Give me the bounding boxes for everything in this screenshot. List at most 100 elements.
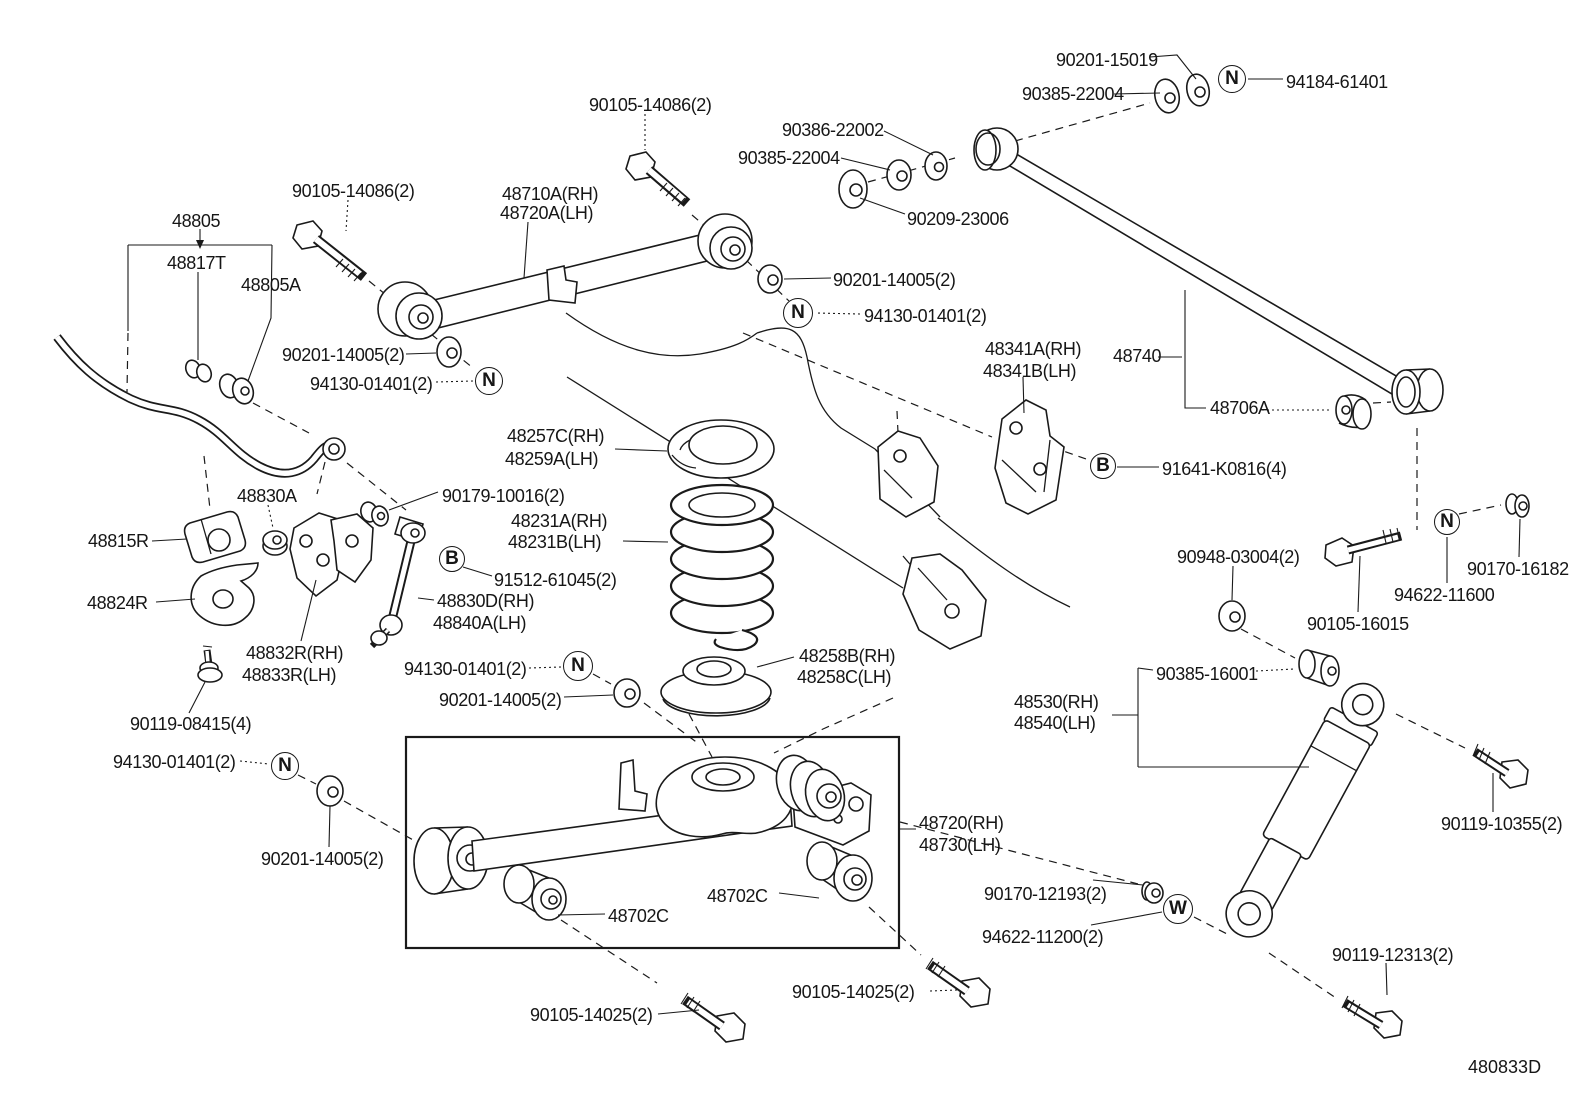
part-label: 90385-22004 [738,148,840,168]
shock-absorber [1225,682,1385,938]
part-label: 90105-14025(2) [792,982,915,1002]
part-label: 90105-14086(2) [589,95,712,115]
leader-lines [151,54,1521,1015]
part-label: 90201-15019 [1056,50,1158,70]
callout-b: B [439,546,465,572]
bolt-90119-10355 [1472,743,1529,789]
part-label: 48540(LH) [1014,713,1096,733]
part-label: 48840A(LH) [433,613,527,633]
spring-lower-insulator [660,656,772,717]
part-label: 48706A [1210,398,1270,418]
part-label: 91641-K0816(4) [1162,459,1287,479]
part-label: 48231B(LH) [508,532,602,552]
part-label: 48817T [167,253,226,273]
bolt-90105-14025-right [925,957,991,1008]
part-label: 90209-23006 [907,209,1009,229]
part-label: 90119-08415(4) [130,714,252,734]
part-label: 48815R [88,531,149,551]
callout-n: N [1434,509,1460,535]
part-label: 48257C(RH) [507,426,605,446]
part-label: 90385-16001 [1156,664,1258,684]
part-label: 48833R(LH) [242,665,337,685]
part-label: 48231A(RH) [511,511,608,531]
part-label: 48830A [237,486,297,506]
rod-bushing-48706A [1335,394,1372,430]
part-label: 94130-01401(2) [113,752,236,772]
lower-control-arm-box [404,735,901,950]
callout-w: W [1163,894,1193,924]
part-label: 48740 [1113,346,1162,366]
part-label: 90179-10016(2) [442,486,565,506]
callout-n: N [1218,65,1246,93]
part-label: 48341B(LH) [983,361,1077,381]
stabilizer-link-48830D [369,515,426,649]
bolt-90105-14086-left [292,220,368,282]
lateral-control-rod [973,127,1444,415]
part-label: 90948-03004(2) [1177,547,1300,567]
callout-b: B [1090,453,1116,479]
part-label: 48702C [608,906,669,926]
part-label: 90385-22004 [1022,84,1124,104]
shock-mount-bracket [902,553,987,650]
part-label: 94130-01401(2) [310,374,433,394]
part-label: 48824R [87,593,148,613]
part-label: 48259A(LH) [505,449,599,469]
stabilizer-label-bracket [127,229,273,382]
part-label: 94184-61401 [1286,72,1388,92]
bushing-90385-16001 [1298,649,1340,687]
bolt-90105-16015 [1324,527,1403,567]
diagram-code: 480833D [1468,1057,1542,1077]
washers-and-nuts [316,73,1530,904]
part-label: 90386-22002 [782,120,884,140]
part-label: 90119-12313(2) [1332,945,1454,965]
part-label: 90201-14005(2) [261,849,384,869]
part-label: 48720A(LH) [500,203,594,223]
part-label: 90105-14025(2) [530,1005,653,1025]
part-label: 48258C(LH) [797,667,892,687]
bolt-90119-08415 [197,645,223,683]
axle-bracket [877,430,939,518]
part-label: 90105-14086(2) [292,181,415,201]
part-label: 48805 [172,211,221,231]
part-label: 48730(LH) [919,835,1001,855]
part-label: 94130-01401(2) [404,659,527,679]
part-label: 48702C [707,886,768,906]
part-label: 90201-14005(2) [833,270,956,290]
part-label: 94130-01401(2) [864,306,987,326]
bushing-48815R [183,510,247,564]
bracket-48832R [289,512,374,598]
bracket-48824R [190,562,259,627]
part-label: 94622-11200(2) [982,927,1104,947]
bushing-90179 [360,501,389,527]
callout-n: N [475,367,503,395]
part-label: 48258B(RH) [799,646,896,666]
part-label: 90170-16182 [1467,559,1569,579]
stabilizer-bar [53,334,346,478]
upper-control-arm [377,213,753,340]
callout-n: N [563,651,593,681]
bolt-90105-14025-left [680,992,746,1043]
part-label: 48720(RH) [919,813,1004,833]
part-label: 90201-14005(2) [282,345,405,365]
part-label: 94622-11600 [1394,585,1495,605]
stabilizer-bushings [184,359,255,405]
coil-spring [669,483,775,652]
part-label: 90119-10355(2) [1441,814,1563,834]
part-label: 48832R(RH) [246,643,344,663]
part-label: 91512-61045(2) [494,570,617,590]
nut-48830A [262,530,288,556]
part-label: 90105-16015 [1307,614,1409,634]
callout-n: N [783,298,813,328]
part-label: 48710A(RH) [502,184,599,204]
part-label: 48805A [241,275,301,295]
bolt-90119-12313 [1341,995,1403,1039]
part-label: 90170-12193(2) [984,884,1107,904]
bolt-90105-14086-top [625,151,691,207]
part-label: 48530(RH) [1014,692,1099,712]
part-label: 48341A(RH) [985,339,1082,359]
bracket-48341 [994,399,1065,515]
callout-n: N [271,752,299,780]
